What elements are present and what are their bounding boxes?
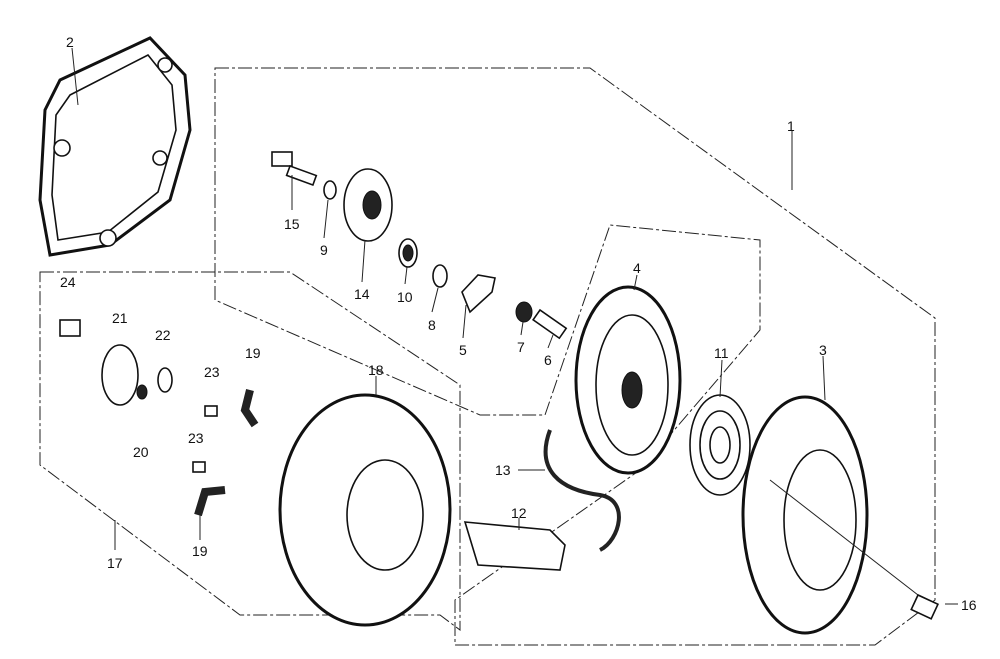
label-part-17: 17	[107, 555, 123, 571]
assembly-17-outline	[39, 271, 461, 631]
label-part-23b: 23	[188, 430, 204, 446]
label-part-4: 4	[633, 260, 641, 276]
pin-part-6	[532, 308, 568, 340]
bolt-part-15	[271, 151, 318, 186]
bolt-part-16	[910, 593, 940, 620]
grip-part-19a	[240, 389, 259, 428]
washer-part-20	[136, 384, 148, 400]
case-part-18	[278, 393, 452, 627]
label-part-19a: 19	[245, 345, 261, 361]
spring-part-22	[157, 367, 173, 393]
washer-part-9	[323, 180, 337, 200]
label-part-21: 21	[112, 310, 128, 326]
label-part-20: 20	[133, 444, 149, 460]
label-part-24: 24	[60, 274, 76, 290]
spring-part-23b	[192, 461, 206, 473]
label-part-23a: 23	[204, 364, 220, 380]
part-number-labels: 2 1 15 9 14 10 8 5 7 6 4 11 3 24 21 22 2…	[60, 34, 977, 613]
bolt-part-24	[59, 319, 81, 337]
ratchet-part-5	[461, 274, 496, 314]
leader-lines	[71, 47, 958, 605]
spring-part-11	[689, 394, 751, 496]
label-part-12: 12	[511, 505, 527, 521]
reel-part-4	[574, 285, 682, 475]
gasket-part-2	[38, 36, 192, 257]
label-part-11: 11	[714, 345, 729, 361]
grip-part-19b	[194, 486, 226, 517]
label-part-15: 15	[284, 216, 300, 232]
handle-part-12	[463, 521, 566, 571]
label-part-2: 2	[66, 34, 74, 50]
cover-part-3	[741, 395, 869, 635]
label-part-1: 1	[787, 118, 795, 134]
spring-part-23a	[204, 405, 218, 417]
label-part-7: 7	[517, 339, 525, 355]
label-part-14: 14	[354, 286, 370, 302]
part-7	[515, 301, 533, 323]
label-part-16: 16	[961, 597, 977, 613]
label-part-13: 13	[495, 462, 511, 478]
rope-part-13	[543, 429, 621, 552]
label-part-6: 6	[544, 352, 552, 368]
spring-part-10	[398, 238, 418, 268]
pulley-part-14	[343, 168, 393, 242]
label-part-8: 8	[428, 317, 436, 333]
label-part-3: 3	[819, 342, 827, 358]
label-part-10: 10	[397, 289, 413, 305]
label-part-9: 9	[320, 242, 328, 258]
label-part-18: 18	[368, 362, 384, 378]
ratchet-part-21	[101, 344, 139, 406]
label-part-19b: 19	[192, 543, 208, 559]
washer-part-8	[432, 264, 448, 288]
label-part-22: 22	[155, 327, 171, 343]
label-part-5: 5	[459, 342, 467, 358]
